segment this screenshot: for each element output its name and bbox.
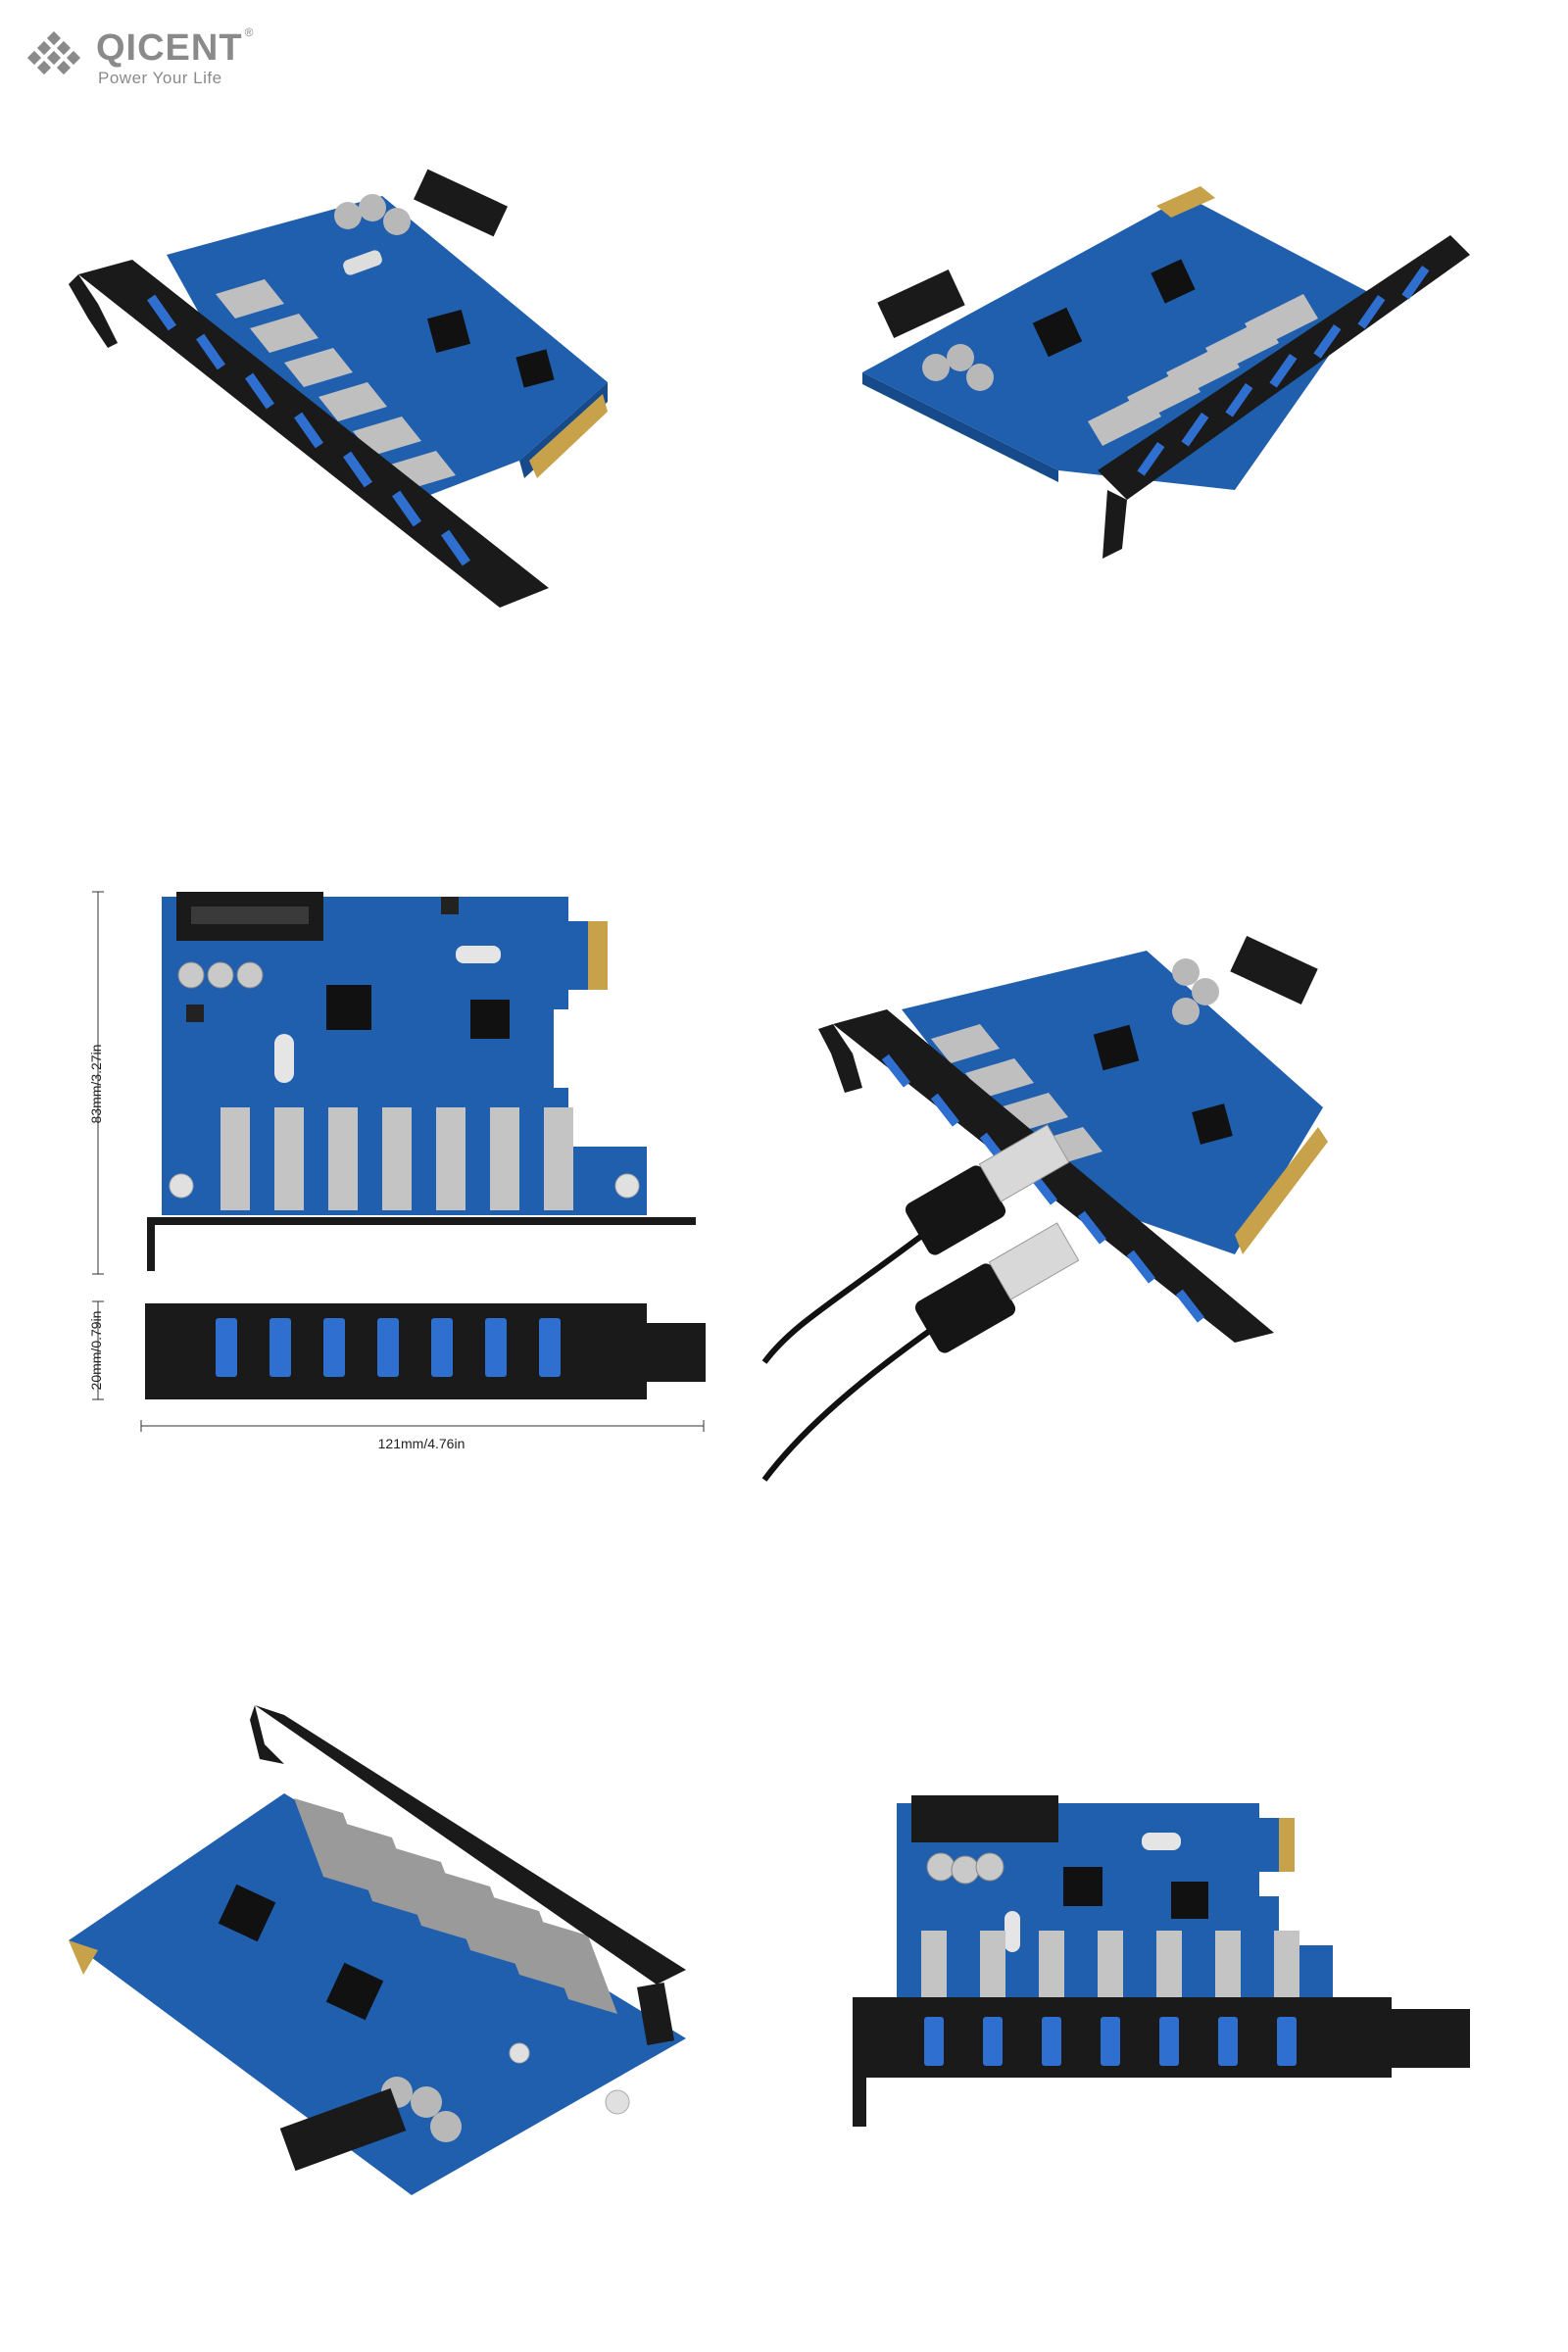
brand-tagline: Power Your Life [98, 69, 222, 87]
brand-name: QICENT® [96, 25, 255, 69]
logo-diamond-icon [27, 31, 81, 75]
product-photo-angle-right [862, 186, 1470, 559]
height-dimension-label: 83mm/3.27in [88, 1044, 104, 1124]
dimension-diagram: 83mm/3.27in 20mm/0.79in 121mm/4.76in [59, 862, 725, 1470]
width-dimension-label: 121mm/4.76in [377, 1436, 466, 1451]
depth-dimension-label: 20mm/0.79in [88, 1310, 104, 1391]
product-photo-with-cables [761, 935, 1328, 1482]
product-photo-front [853, 1795, 1470, 2127]
dimension-drawing [92, 891, 706, 1432]
product-photo-top-angle [69, 1705, 686, 2195]
product-photo-angle-left [69, 169, 608, 608]
brand-logo: QICENT® Power Your Life [27, 22, 282, 90]
